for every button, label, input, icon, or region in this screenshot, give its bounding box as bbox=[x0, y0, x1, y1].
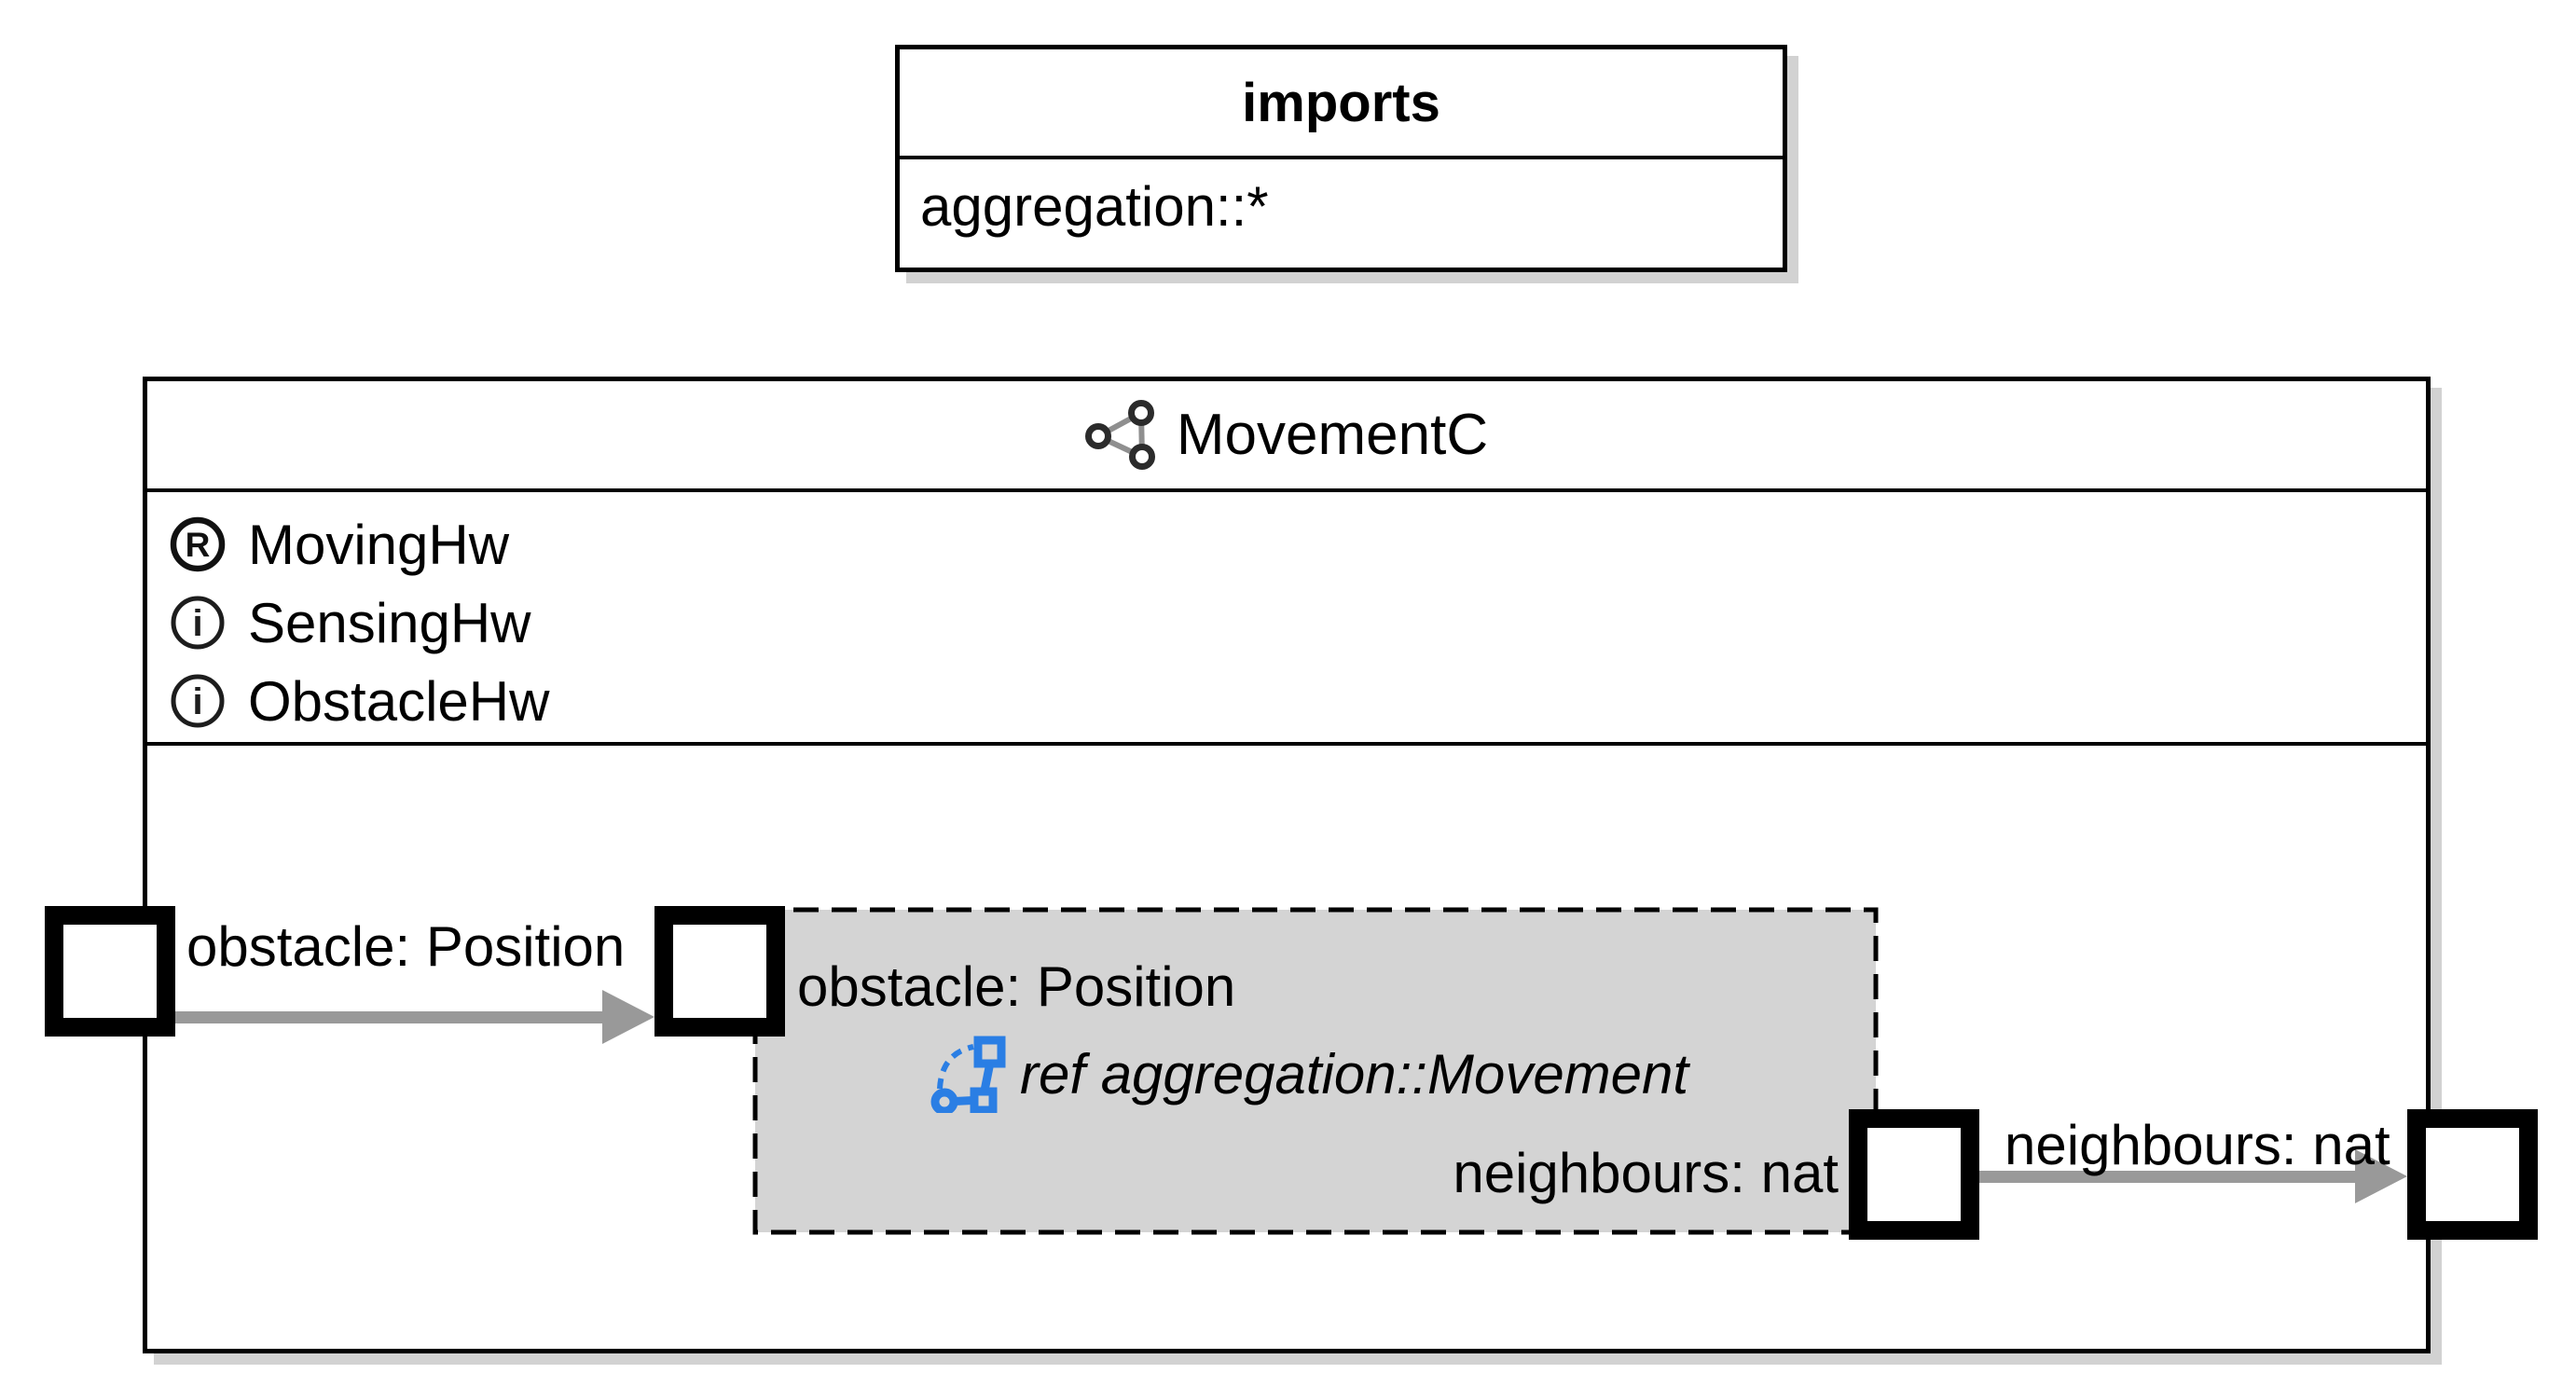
svg-text:i: i bbox=[192, 603, 202, 644]
ref-input-port-label: obstacle: Position bbox=[797, 955, 1236, 1018]
component-icon bbox=[1084, 399, 1162, 472]
info-icon: i bbox=[168, 671, 227, 731]
port-component-input-obstacle[interactable] bbox=[45, 906, 175, 1037]
connector-arrow-obstacle[interactable] bbox=[175, 1011, 606, 1023]
referenced-subcomponent-box[interactable] bbox=[752, 907, 1879, 1235]
reference-row: ref aggregation::Movement bbox=[930, 1035, 1688, 1113]
declaration-row[interactable]: R MovingHw bbox=[168, 505, 2426, 584]
reference-label: ref aggregation::Movement bbox=[1020, 1042, 1689, 1105]
component-header: MovementC bbox=[147, 381, 2426, 492]
declaration-label: ObstacleHw bbox=[248, 669, 550, 733]
port-component-output-neighbours[interactable] bbox=[2407, 1109, 2538, 1240]
connector-label-obstacle: obstacle: Position bbox=[186, 915, 626, 978]
declaration-list: R MovingHw i SensingHw i bbox=[147, 492, 2426, 746]
reference-icon bbox=[930, 1035, 1007, 1113]
port-subcomponent-output-neighbours[interactable] bbox=[1849, 1109, 1979, 1240]
declaration-row[interactable]: i ObstacleHw bbox=[168, 662, 2426, 740]
arrow-head-icon bbox=[2355, 1149, 2407, 1203]
svg-text:R: R bbox=[186, 526, 211, 564]
connector-label-neighbours: neighbours: nat bbox=[2004, 1114, 2390, 1176]
arrow-head-icon bbox=[602, 990, 654, 1044]
info-icon: i bbox=[168, 593, 227, 652]
ref-output-port-label: neighbours: nat bbox=[1453, 1142, 1839, 1204]
svg-text:i: i bbox=[192, 681, 202, 722]
connector-arrow-neighbours[interactable] bbox=[1977, 1171, 2361, 1183]
declaration-row[interactable]: i SensingHw bbox=[168, 584, 2426, 662]
imports-entry: aggregation::* bbox=[920, 175, 1269, 238]
component-title: MovementC bbox=[1176, 403, 1489, 467]
imports-box[interactable]: imports aggregation::* bbox=[895, 45, 1787, 272]
imports-box-title: imports bbox=[900, 49, 1783, 159]
declaration-label: SensingHw bbox=[248, 591, 531, 654]
registered-icon: R bbox=[168, 515, 227, 574]
port-subcomponent-input-obstacle[interactable] bbox=[654, 906, 785, 1037]
declaration-label: MovingHw bbox=[248, 513, 510, 576]
